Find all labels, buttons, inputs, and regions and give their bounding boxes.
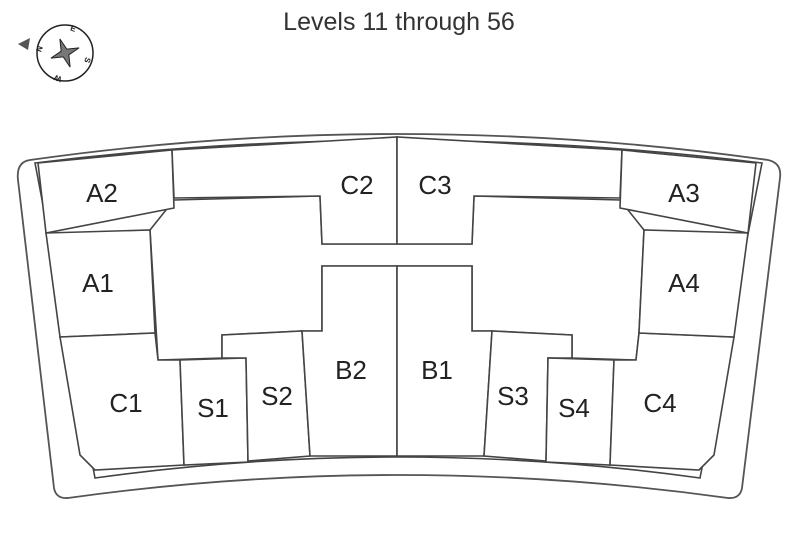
unit-s1[interactable] <box>179 357 249 466</box>
unit-a3[interactable] <box>619 149 757 234</box>
unit-a4[interactable] <box>638 229 749 338</box>
unit-c4[interactable] <box>609 332 735 471</box>
unit-a1[interactable] <box>45 229 156 338</box>
svg-text:N: N <box>34 44 45 53</box>
svg-text:S: S <box>82 56 93 65</box>
svg-text:W: W <box>52 73 63 84</box>
unit-a2[interactable] <box>37 149 175 234</box>
unit-s4[interactable] <box>545 357 615 466</box>
floor-plan-title: Levels 11 through 56 <box>283 8 515 36</box>
svg-text:E: E <box>69 23 78 34</box>
compass-icon: N E S W <box>18 23 94 84</box>
